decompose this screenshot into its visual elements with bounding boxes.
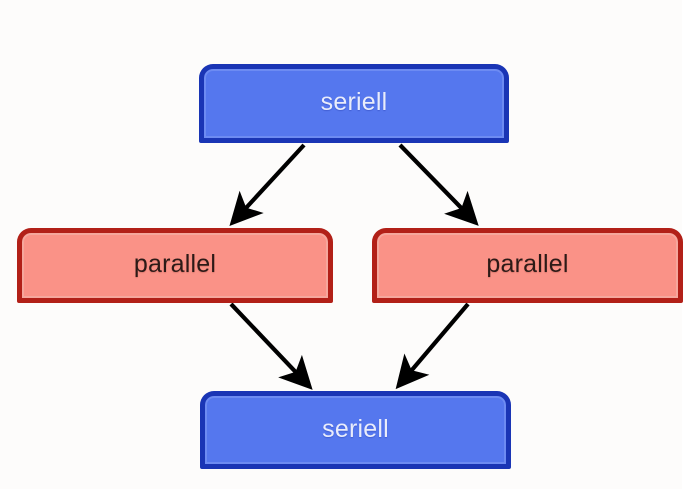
node-label: parallel: [133, 250, 217, 278]
node-parallel-left[interactable]: parallel: [17, 228, 333, 303]
edge-right-to-bottom: [395, 302, 470, 390]
canvas-right-edge: [682, 0, 696, 489]
node-serial-bottom[interactable]: seriell: [200, 391, 511, 469]
node-serial-top[interactable]: seriell: [199, 64, 509, 143]
node-label: seriell: [322, 414, 389, 443]
node-parallel-right[interactable]: parallel: [372, 228, 683, 303]
edge-top-to-right: [398, 143, 479, 226]
node-label: seriell: [320, 88, 388, 116]
edge-top-to-left: [229, 143, 306, 226]
node-label: parallel: [486, 250, 569, 278]
edge-left-to-bottom: [229, 302, 313, 390]
